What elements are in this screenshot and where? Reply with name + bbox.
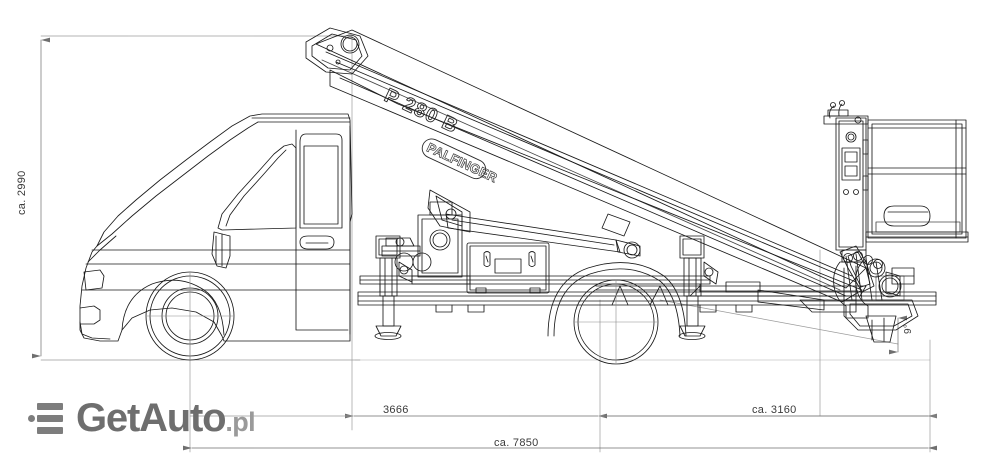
boom-rest (725, 281, 825, 311)
van-cab-outline (79, 113, 353, 342)
dimension-label-wheelbase: 3666 (383, 404, 409, 416)
dimension-label-height: ca. 2990 (16, 170, 28, 215)
telescopic-boom (305, 27, 867, 303)
dimension-label-angle: 9° (903, 323, 914, 334)
basket-control-console (823, 100, 869, 251)
boom-brand-decal: PALFINGER (424, 140, 500, 186)
work-platform-basket (865, 119, 969, 243)
outrigger-front (374, 235, 413, 340)
brand-decal-plate (421, 138, 487, 180)
boom-decals: P 280 B PALFINGER (380, 84, 500, 186)
front-wheel (145, 271, 235, 361)
dimension-lines (32, 35, 937, 453)
platform-linkage (799, 245, 919, 343)
turret-base (381, 201, 471, 285)
dimension-label-rear-overhang: ca. 3160 (752, 404, 797, 416)
dimension-label-overall-length: ca. 7850 (494, 437, 539, 449)
equipment-box (466, 242, 550, 294)
basket-rotator (833, 249, 915, 319)
rear-wheel (547, 262, 687, 365)
